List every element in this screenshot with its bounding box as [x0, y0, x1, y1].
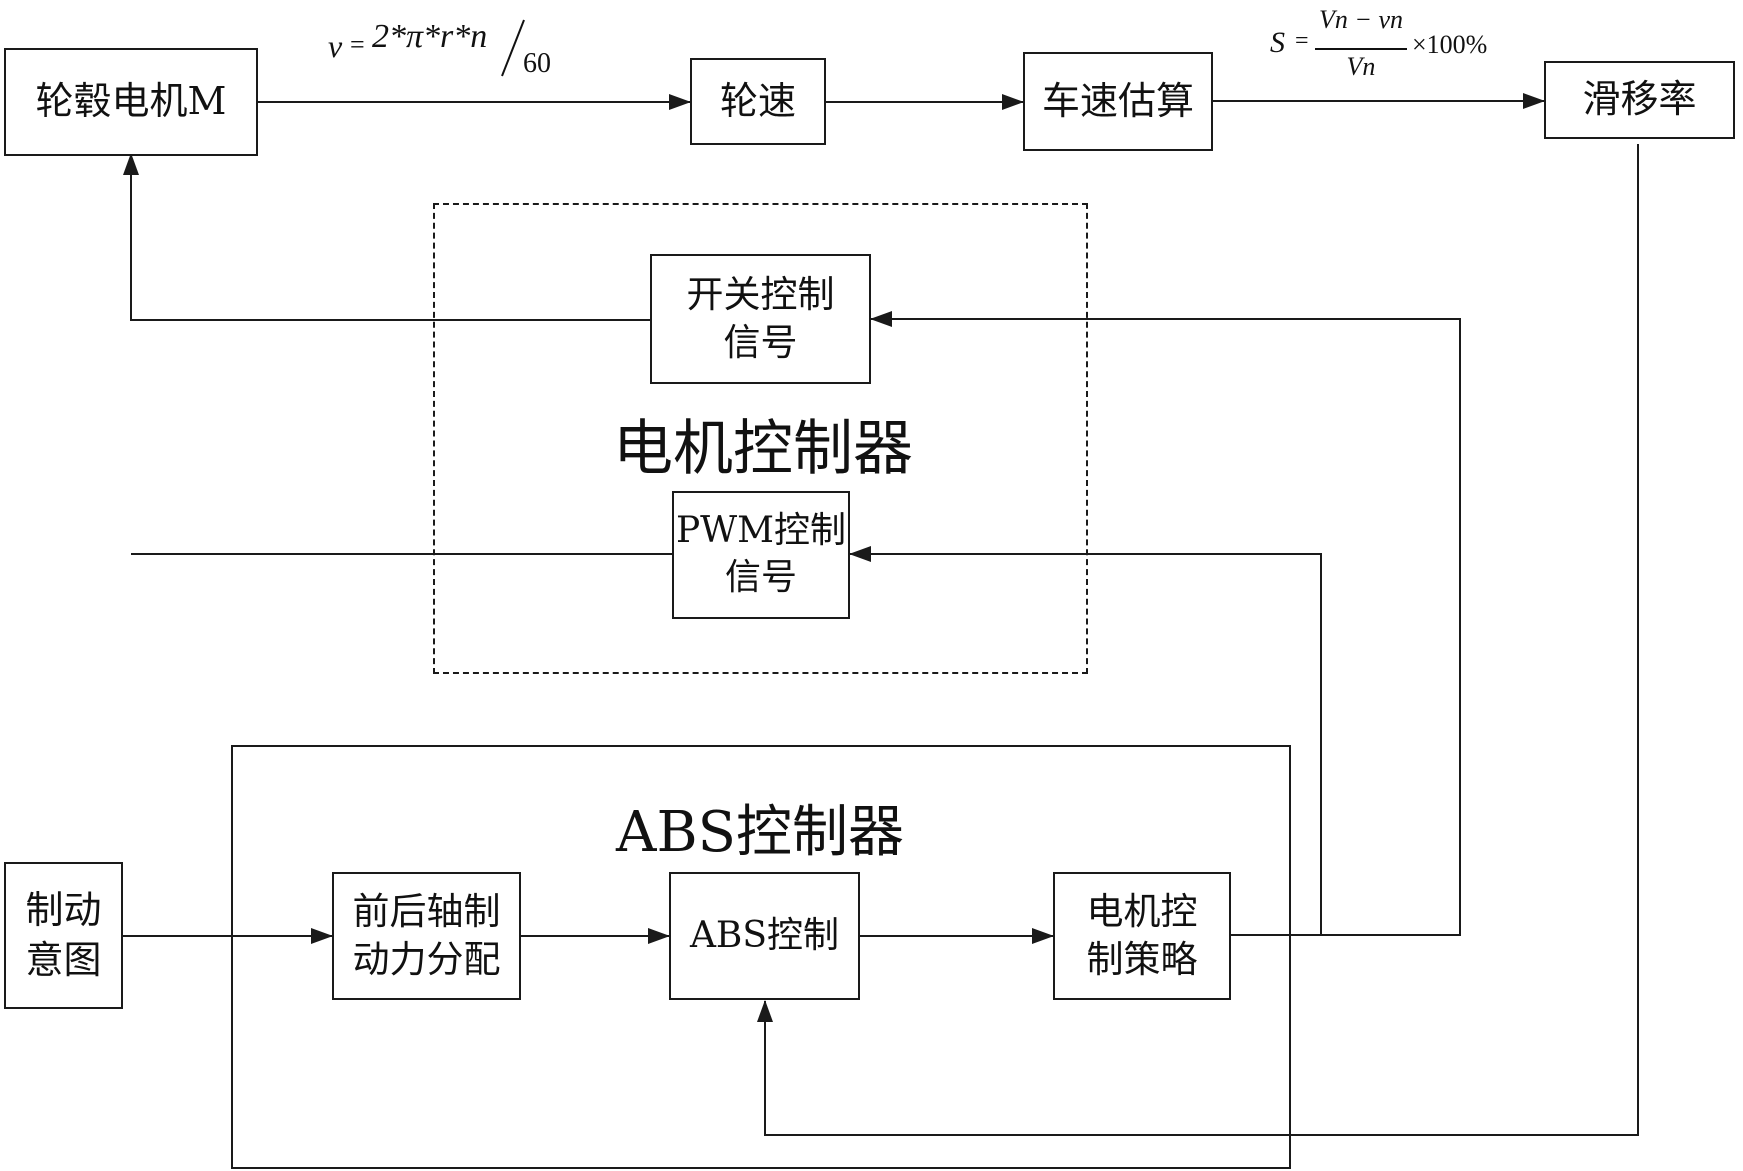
switch-control-signal-node: 开关控制 信号	[650, 254, 871, 384]
wheel-speed-formula-eq: =	[350, 30, 365, 60]
switch-control-signal-label: 开关控制 信号	[687, 271, 835, 367]
pwm-control-signal-label: PWM控制 信号	[676, 508, 846, 602]
slip-formula: S = Vn − vn Vn ×100%	[1262, 0, 1522, 100]
vehicle-speed-estimation-node: 车速估算	[1023, 52, 1213, 151]
wheel-speed-label: 轮速	[720, 77, 796, 126]
abs-controller-title: ABS控制器	[616, 787, 904, 868]
slip-formula-numerator: Vn − vn	[1316, 5, 1406, 35]
wheel-speed-formula: v = 2*π*r*n 60	[328, 8, 568, 88]
axle-force-distribution-node: 前后轴制 动力分配	[332, 872, 521, 1000]
slip-formula-eq: =	[1295, 28, 1309, 55]
hub-motor-label: 轮毂电机M	[36, 77, 227, 126]
motor-control-strategy-node: 电机控 制策略	[1053, 872, 1231, 1000]
motor-control-strategy-label: 电机控 制策略	[1087, 888, 1198, 984]
wheel-speed-node: 轮速	[690, 58, 826, 145]
axle-force-distribution-label: 前后轴制 动力分配	[353, 888, 501, 984]
slip-formula-denominator: Vn	[1316, 52, 1406, 82]
hub-motor-node: 轮毂电机M	[4, 48, 258, 156]
wheel-speed-formula-expr: 2*π*r*n	[372, 18, 487, 56]
braking-intent-node: 制动 意图	[4, 862, 123, 1009]
wheel-speed-formula-divisor: 60	[523, 48, 551, 80]
slip-rate-node: 滑移率	[1544, 61, 1735, 139]
wheel-speed-formula-lhs: v	[328, 28, 342, 65]
slip-formula-fraction-bar	[1315, 47, 1407, 51]
slip-rate-label: 滑移率	[1582, 75, 1696, 124]
vehicle-speed-estimation-label: 车速估算	[1042, 77, 1194, 126]
slip-formula-suffix: ×100%	[1412, 30, 1487, 60]
abs-control-node: ABS控制	[669, 872, 860, 1000]
slip-formula-lhs: S	[1270, 26, 1285, 60]
braking-intent-label: 制动 意图	[25, 886, 101, 985]
pwm-control-signal-node: PWM控制 信号	[672, 491, 850, 619]
abs-control-label: ABS控制	[690, 913, 839, 960]
motor-controller-title: 电机控制器	[613, 400, 913, 487]
